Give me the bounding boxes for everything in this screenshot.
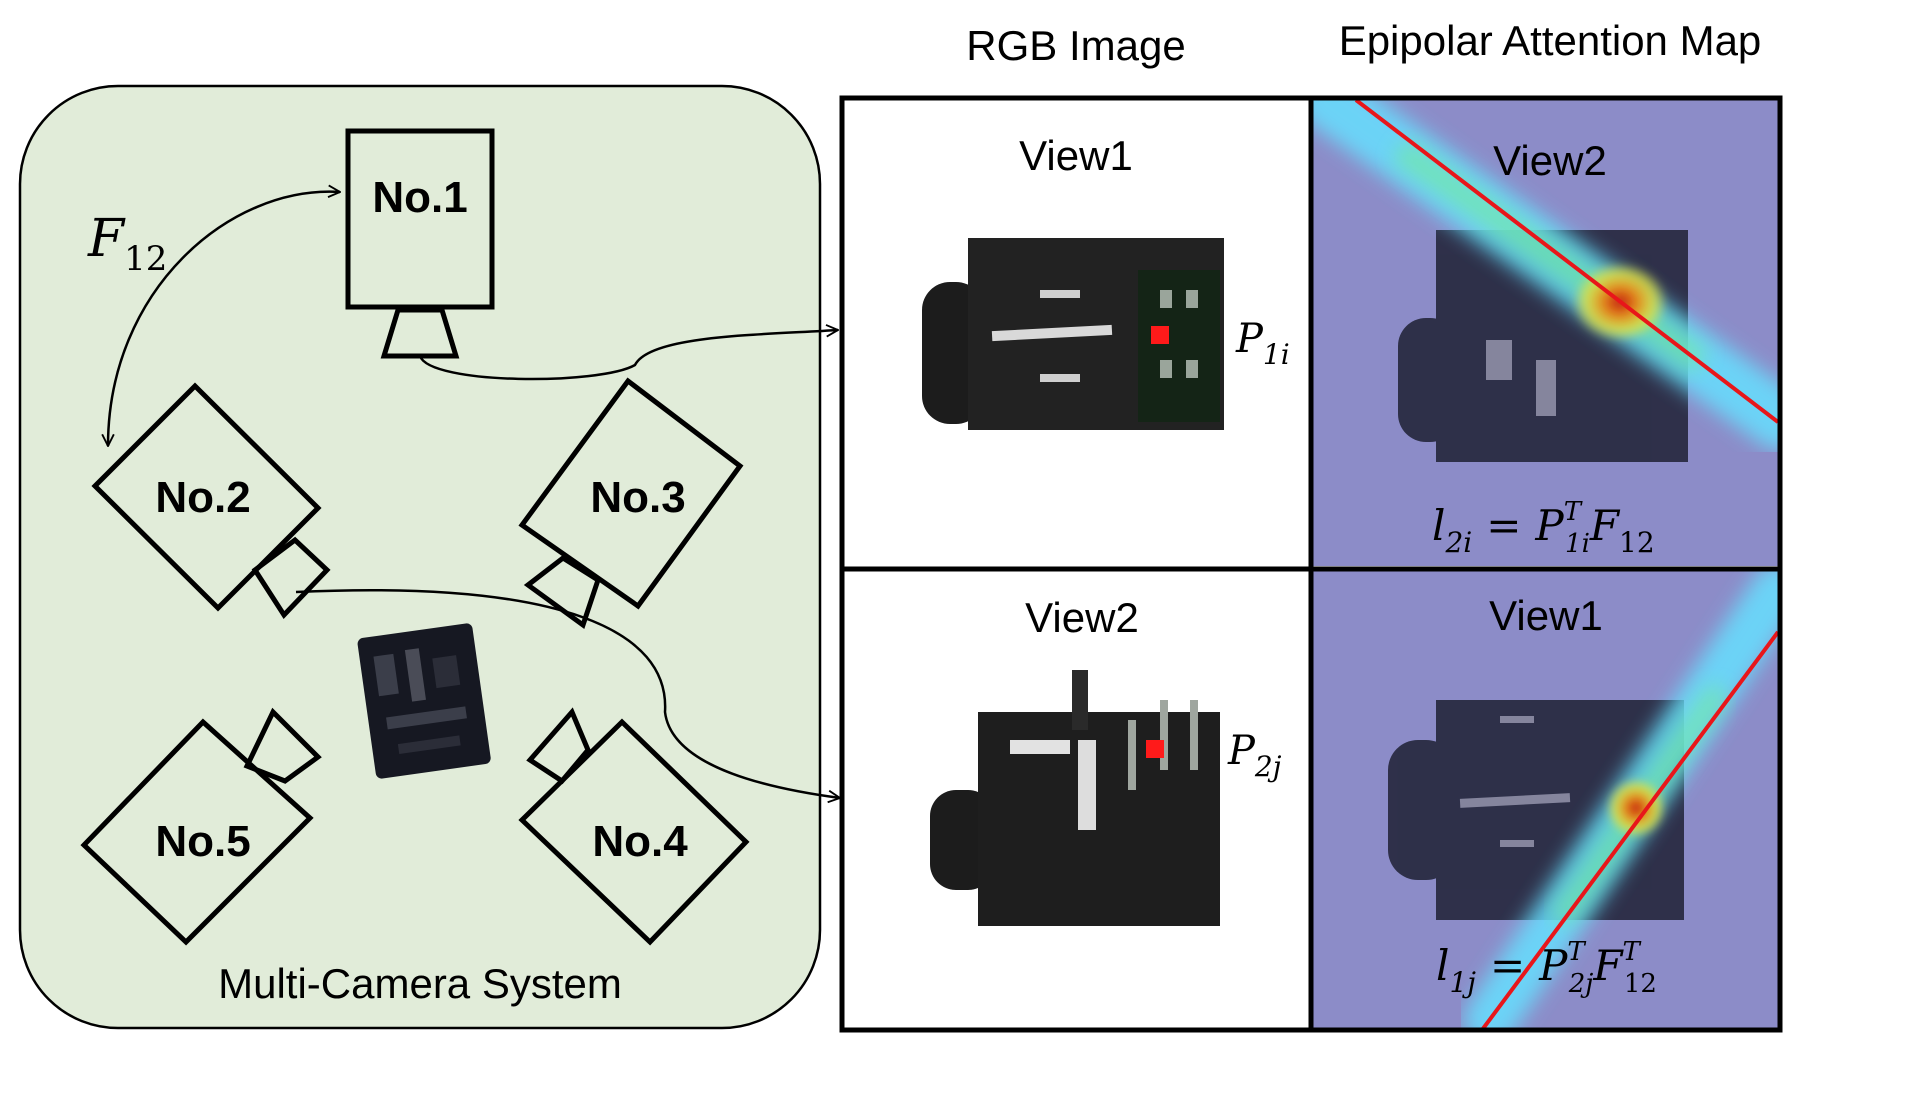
camera-no1-lens [380, 307, 460, 359]
camera-no5-body [80, 718, 314, 946]
header-rgb-image: RGB Image [966, 22, 1185, 69]
multi-camera-system-panel: No.1 No.2 No.3 No.5 No.4 [18, 84, 822, 1030]
camera-no3-body [518, 377, 744, 610]
attention-hotspot-view1 [1606, 778, 1666, 838]
camera-no3: No.3 [518, 377, 744, 630]
point-label-p2j: P2j [1227, 728, 1282, 783]
epipolar-line-l2i [1354, 100, 1778, 424]
object-connector-image [357, 623, 491, 779]
panel-rgb-view1: View1 P1i [842, 98, 1310, 568]
panel-attention-view1-title: View1 [1489, 592, 1603, 639]
camera-no1-label: No.1 [372, 173, 467, 222]
connector-photo-view2 [930, 670, 1220, 926]
camera-no4-body [518, 718, 750, 946]
query-point-p2j [1146, 740, 1164, 758]
connector-photo-view1 [922, 238, 1224, 430]
camera-no2: No.2 [91, 382, 331, 620]
camera-no4-label: No.4 [592, 817, 688, 866]
fundamental-matrix-arrow [108, 192, 340, 446]
connector-cam1-to-view1 [418, 330, 838, 381]
camera-no2-body [91, 382, 322, 612]
query-point-p1i [1151, 326, 1169, 344]
camera-no5-lens [243, 707, 322, 784]
camera-no5-label: No.5 [155, 817, 250, 866]
panel-rgb-view2: View2 P2j [842, 570, 1310, 1030]
header-epipolar-attention-map: Epipolar Attention Map [1339, 17, 1762, 64]
camera-no3-lens [523, 554, 601, 630]
point-label-p1i: P1i [1235, 316, 1290, 371]
camera-no2-lens [251, 536, 331, 620]
camera-no2-label: No.2 [155, 473, 250, 522]
system-caption: Multi-Camera System [218, 960, 622, 1007]
epipolar-line-l1j [1480, 630, 1778, 1030]
views-grid: View1 P1i [839, 95, 1783, 1033]
connector-cam2-to-view2 [295, 588, 840, 798]
camera-no4-lens [526, 707, 591, 785]
camera-no1: No.1 [345, 128, 495, 359]
camera-no5: No.5 [80, 707, 322, 946]
camera-no1-body [345, 128, 495, 310]
fundamental-matrix-label: F12 [87, 209, 167, 279]
panel-rgb-view1-title: View1 [1019, 132, 1133, 179]
panel-attention-view2-title: View2 [1493, 137, 1607, 184]
camera-no3-label: No.3 [590, 473, 685, 522]
panel-rgb-view2-title: View2 [1025, 594, 1139, 641]
camera-no4: No.4 [518, 707, 750, 946]
